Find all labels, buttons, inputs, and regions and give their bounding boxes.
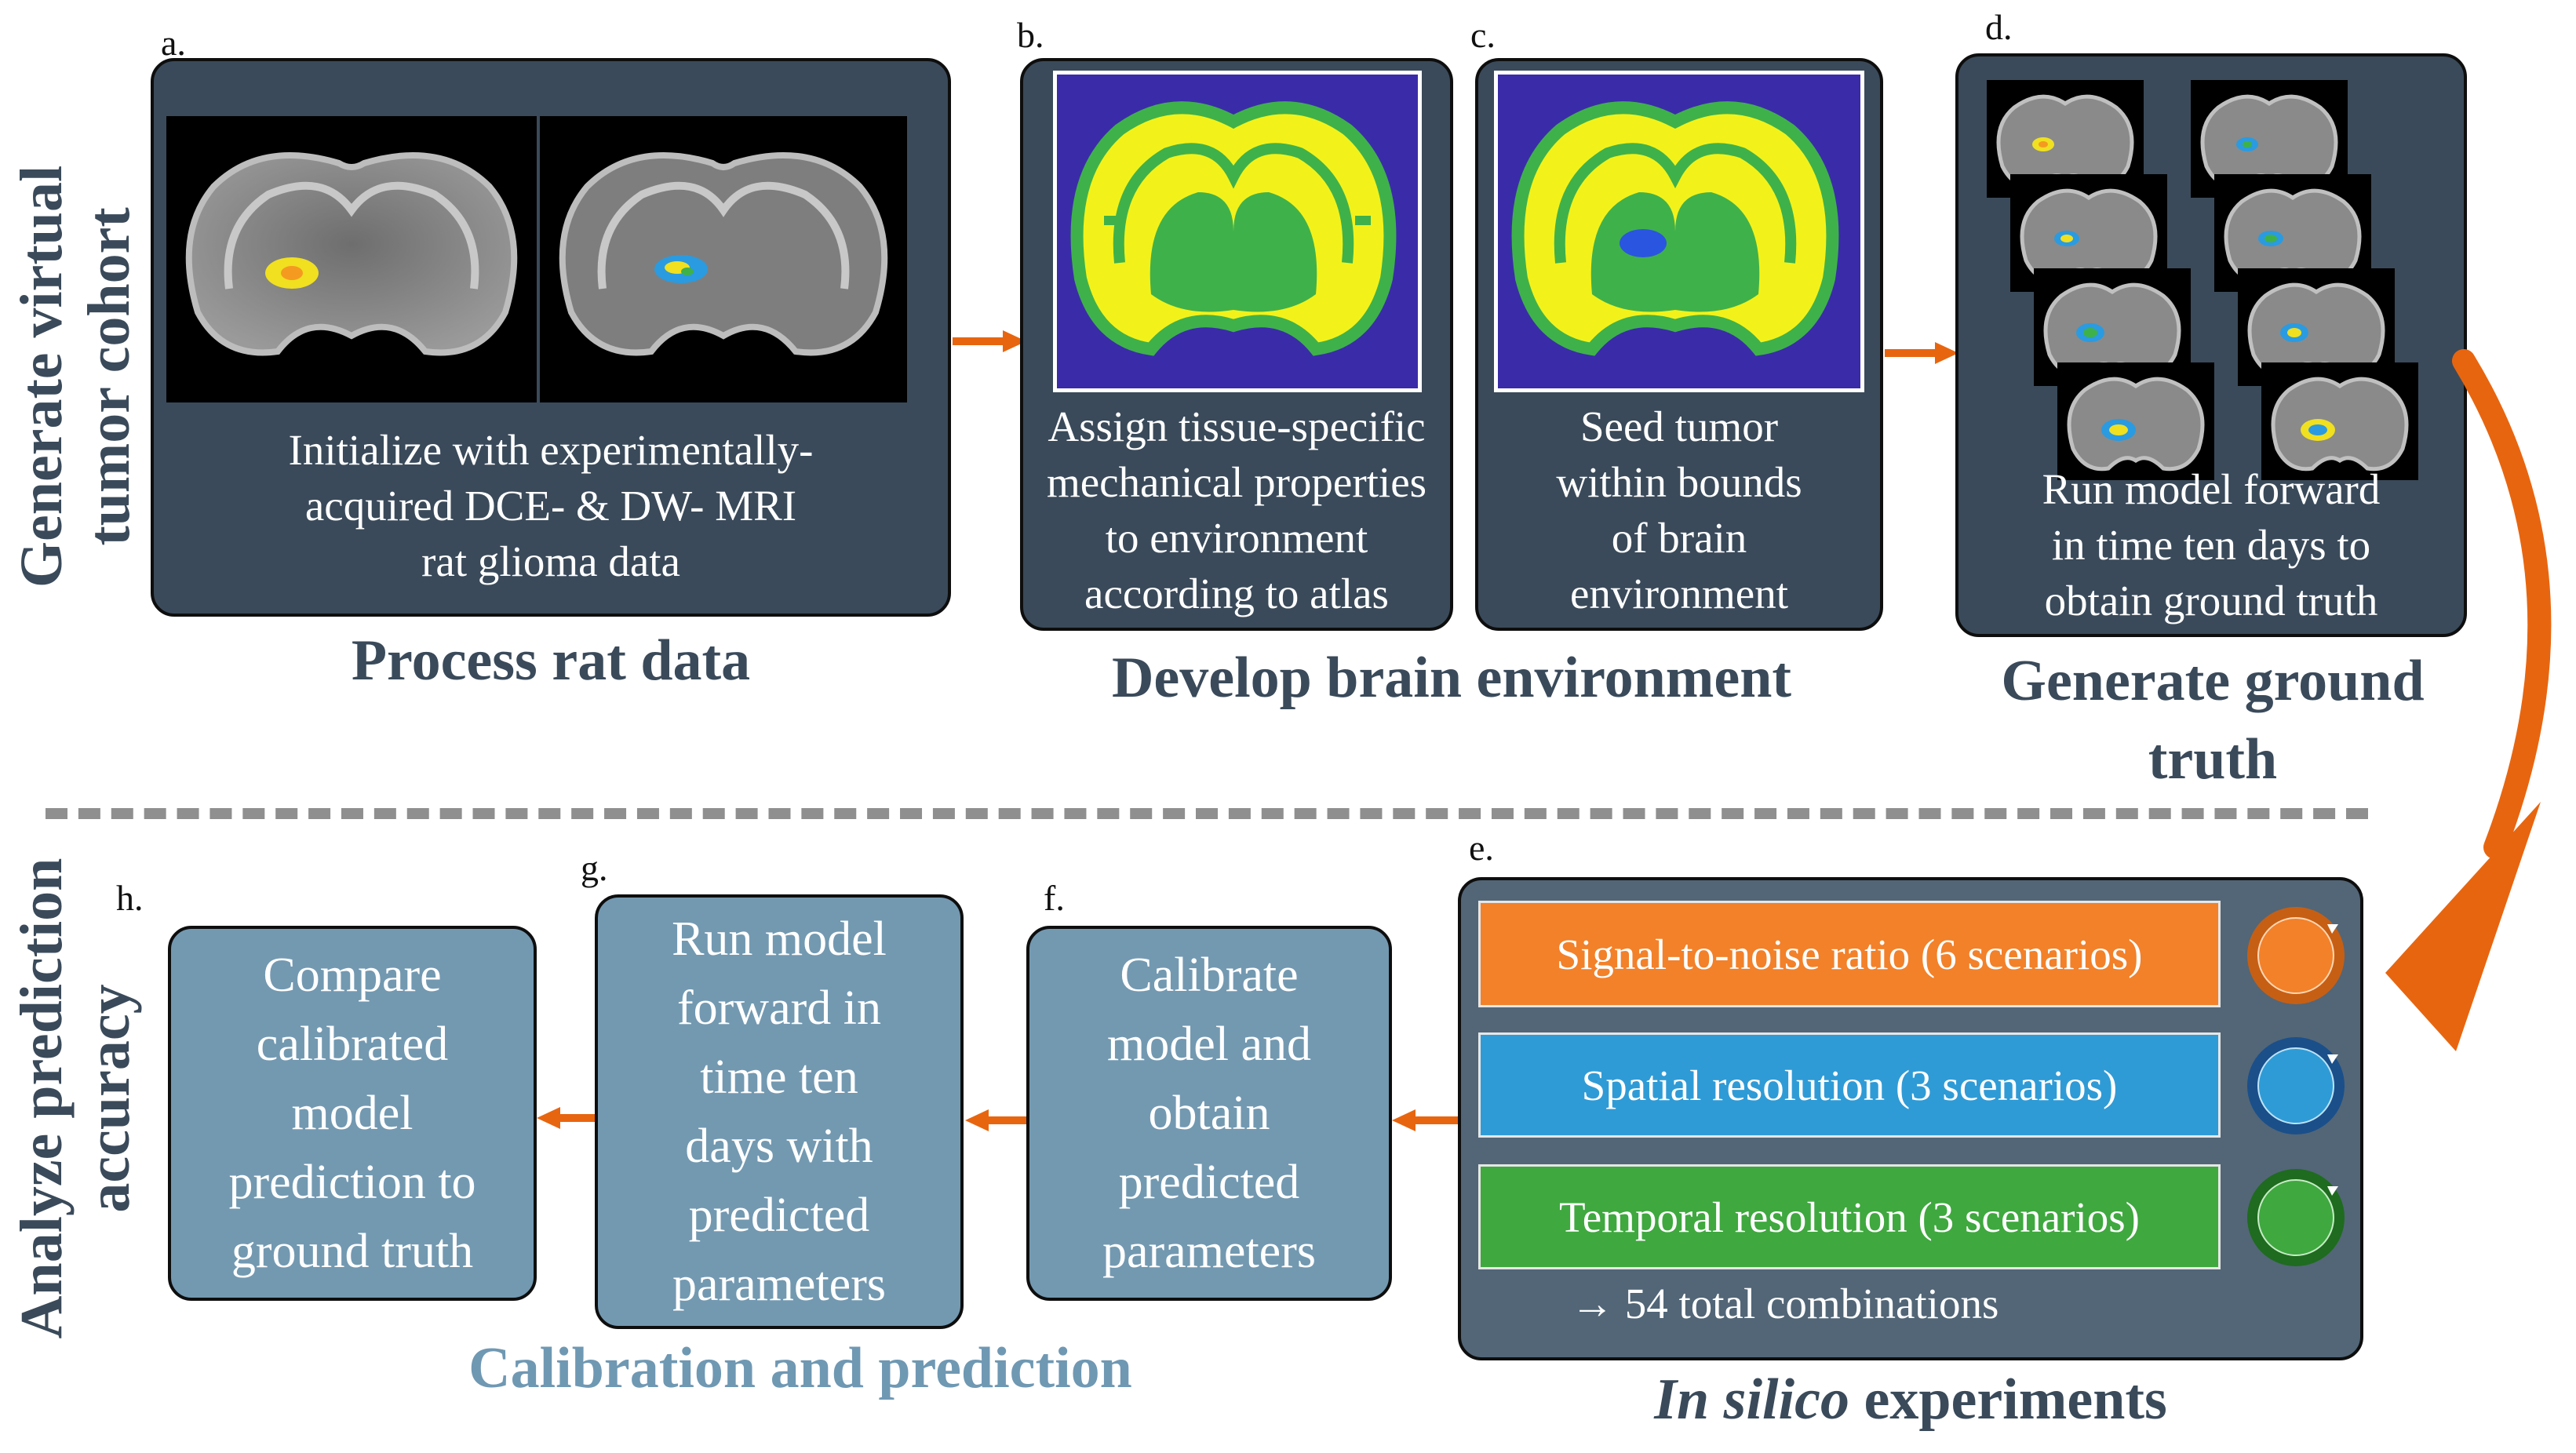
panel-a-caption: Initialize with experimentally- acquired… [154,422,948,589]
section-divider [46,808,2368,819]
panel-e-letter: e. [1469,828,1494,868]
panel-g-line6: parameters [672,1258,886,1311]
panel-d-letter: d. [1985,7,2013,47]
panel-f-line3: obtain [1148,1087,1270,1140]
panel-c-letter: c. [1470,15,1496,55]
panel-a-letter: a. [161,23,186,63]
arrow-g-to-h [537,1107,595,1129]
panel-a: Initialize with experimentally- acquired… [151,58,951,617]
panel-g-line2: forward in [677,981,881,1035]
panel-d-caption-line2: in time ten days to [2051,521,2371,569]
temporal-resolution-bar: Temporal resolution (3 scenarios) [1478,1164,2221,1269]
heading-calibration-and-prediction: Calibration and prediction [468,1336,1132,1400]
panel-b-caption-line1: Assign tissue-specific [1048,402,1426,450]
heading-in-silico-italic: In silico [1654,1367,1849,1432]
panel-d-caption-line3: obtain ground truth [2044,577,2378,625]
panel-h-line1: Compare [263,949,442,1002]
panel-c: Seed tumor within bounds of brain enviro… [1475,58,1883,631]
panel-h: Compare calibrated model prediction to g… [168,926,537,1301]
heading-in-silico-rest: experiments [1849,1367,2167,1432]
heading-generate-ground-truth: Generate ground truth [1938,642,2487,799]
panel-g-line1: Run model [672,912,887,966]
panel-a-caption-line3: rat glioma data [421,537,680,585]
panel-c-caption-line3: of brain [1611,514,1747,562]
time-series-stack [1987,80,2450,519]
green-circle-icon [2247,1169,2345,1266]
arrow-e-to-f [1392,1109,1458,1131]
orange-circle-icon [2247,907,2345,1004]
total-combinations: → 54 total combinations [1571,1280,1999,1327]
panel-g-line4: days with [685,1120,873,1173]
panel-h-line5: ground truth [231,1225,474,1278]
mri-image-right [540,116,907,402]
mri-image-left [166,116,537,402]
panel-f-letter: f. [1044,878,1065,918]
atlas-image-c [1494,71,1864,392]
side-label-generate-line2: tumor cohort [76,207,142,546]
panel-h-line3: model [291,1087,414,1140]
side-label-analyze-line1: Analyze prediction [9,858,75,1339]
arrow-a-to-b [953,330,1026,352]
panel-a-caption-line2: acquired DCE- & DW- MRI [304,482,797,530]
panel-f-line1: Calibrate [1120,949,1299,1002]
atlas-image-b [1053,71,1422,392]
snr-bar: Signal-to-noise ratio (6 scenarios) [1478,901,2221,1007]
panel-g-line3: time ten [700,1051,858,1104]
panel-b-letter: b. [1017,15,1044,55]
panel-b: Assign tissue-specific mechanical proper… [1020,58,1453,631]
panel-h-line4: prediction to [228,1156,476,1209]
panel-d: Run model forward in time ten days to ob… [1955,53,2467,637]
heading-ground-line2: truth [2148,727,2278,792]
panel-c-caption: Seed tumor within bounds of brain enviro… [1478,399,1880,621]
arrow-c-to-d [1885,342,1958,364]
heading-ground-line1: Generate ground [2001,649,2425,713]
blue-circle-icon [2247,1037,2345,1134]
panel-b-caption: Assign tissue-specific mechanical proper… [1023,399,1450,621]
panel-a-caption-line1: Initialize with experimentally- [288,426,814,474]
panel-g-letter: g. [581,848,608,888]
panel-c-caption-line1: Seed tumor [1579,402,1779,450]
panel-e: Signal-to-noise ratio (6 scenarios) Spat… [1458,877,2363,1360]
panel-f-line2: model and [1106,1018,1311,1071]
spatial-resolution-bar: Spatial resolution (3 scenarios) [1478,1032,2221,1138]
panel-b-caption-line2: mechanical properties [1046,458,1427,506]
panel-c-caption-line2: within bounds [1556,458,1802,506]
arrow-f-to-g [965,1109,1026,1131]
side-label-generate-line1: Generate virtual [9,165,75,588]
panel-g-line5: predicted [688,1189,870,1242]
panel-b-caption-line3: to environment [1105,514,1368,562]
panel-f-line5: parameters [1102,1225,1316,1278]
arrow-d-to-e [2385,349,2552,1051]
panel-h-line2: calibrated [256,1018,449,1071]
heading-process-rat-data: Process rat data [351,628,751,693]
panel-d-caption: Run model forward in time ten days to ob… [1958,461,2464,628]
panel-h-letter: h. [116,878,144,918]
panel-c-caption-line4: environment [1570,570,1788,617]
panel-b-caption-line4: according to atlas [1084,570,1389,617]
heading-develop-brain-environment: Develop brain environment [1111,646,1792,710]
side-label-generate: Generate virtual tumor cohort [8,110,149,643]
panel-d-caption-line1: Run model forward [2042,465,2381,513]
panel-f: Calibrate model and obtain predicted par… [1026,926,1392,1301]
heading-in-silico-experiments: In silico experiments [1458,1367,2363,1433]
panel-f-line4: predicted [1118,1156,1300,1209]
panel-g: Run model forward in time ten days with … [595,894,964,1329]
